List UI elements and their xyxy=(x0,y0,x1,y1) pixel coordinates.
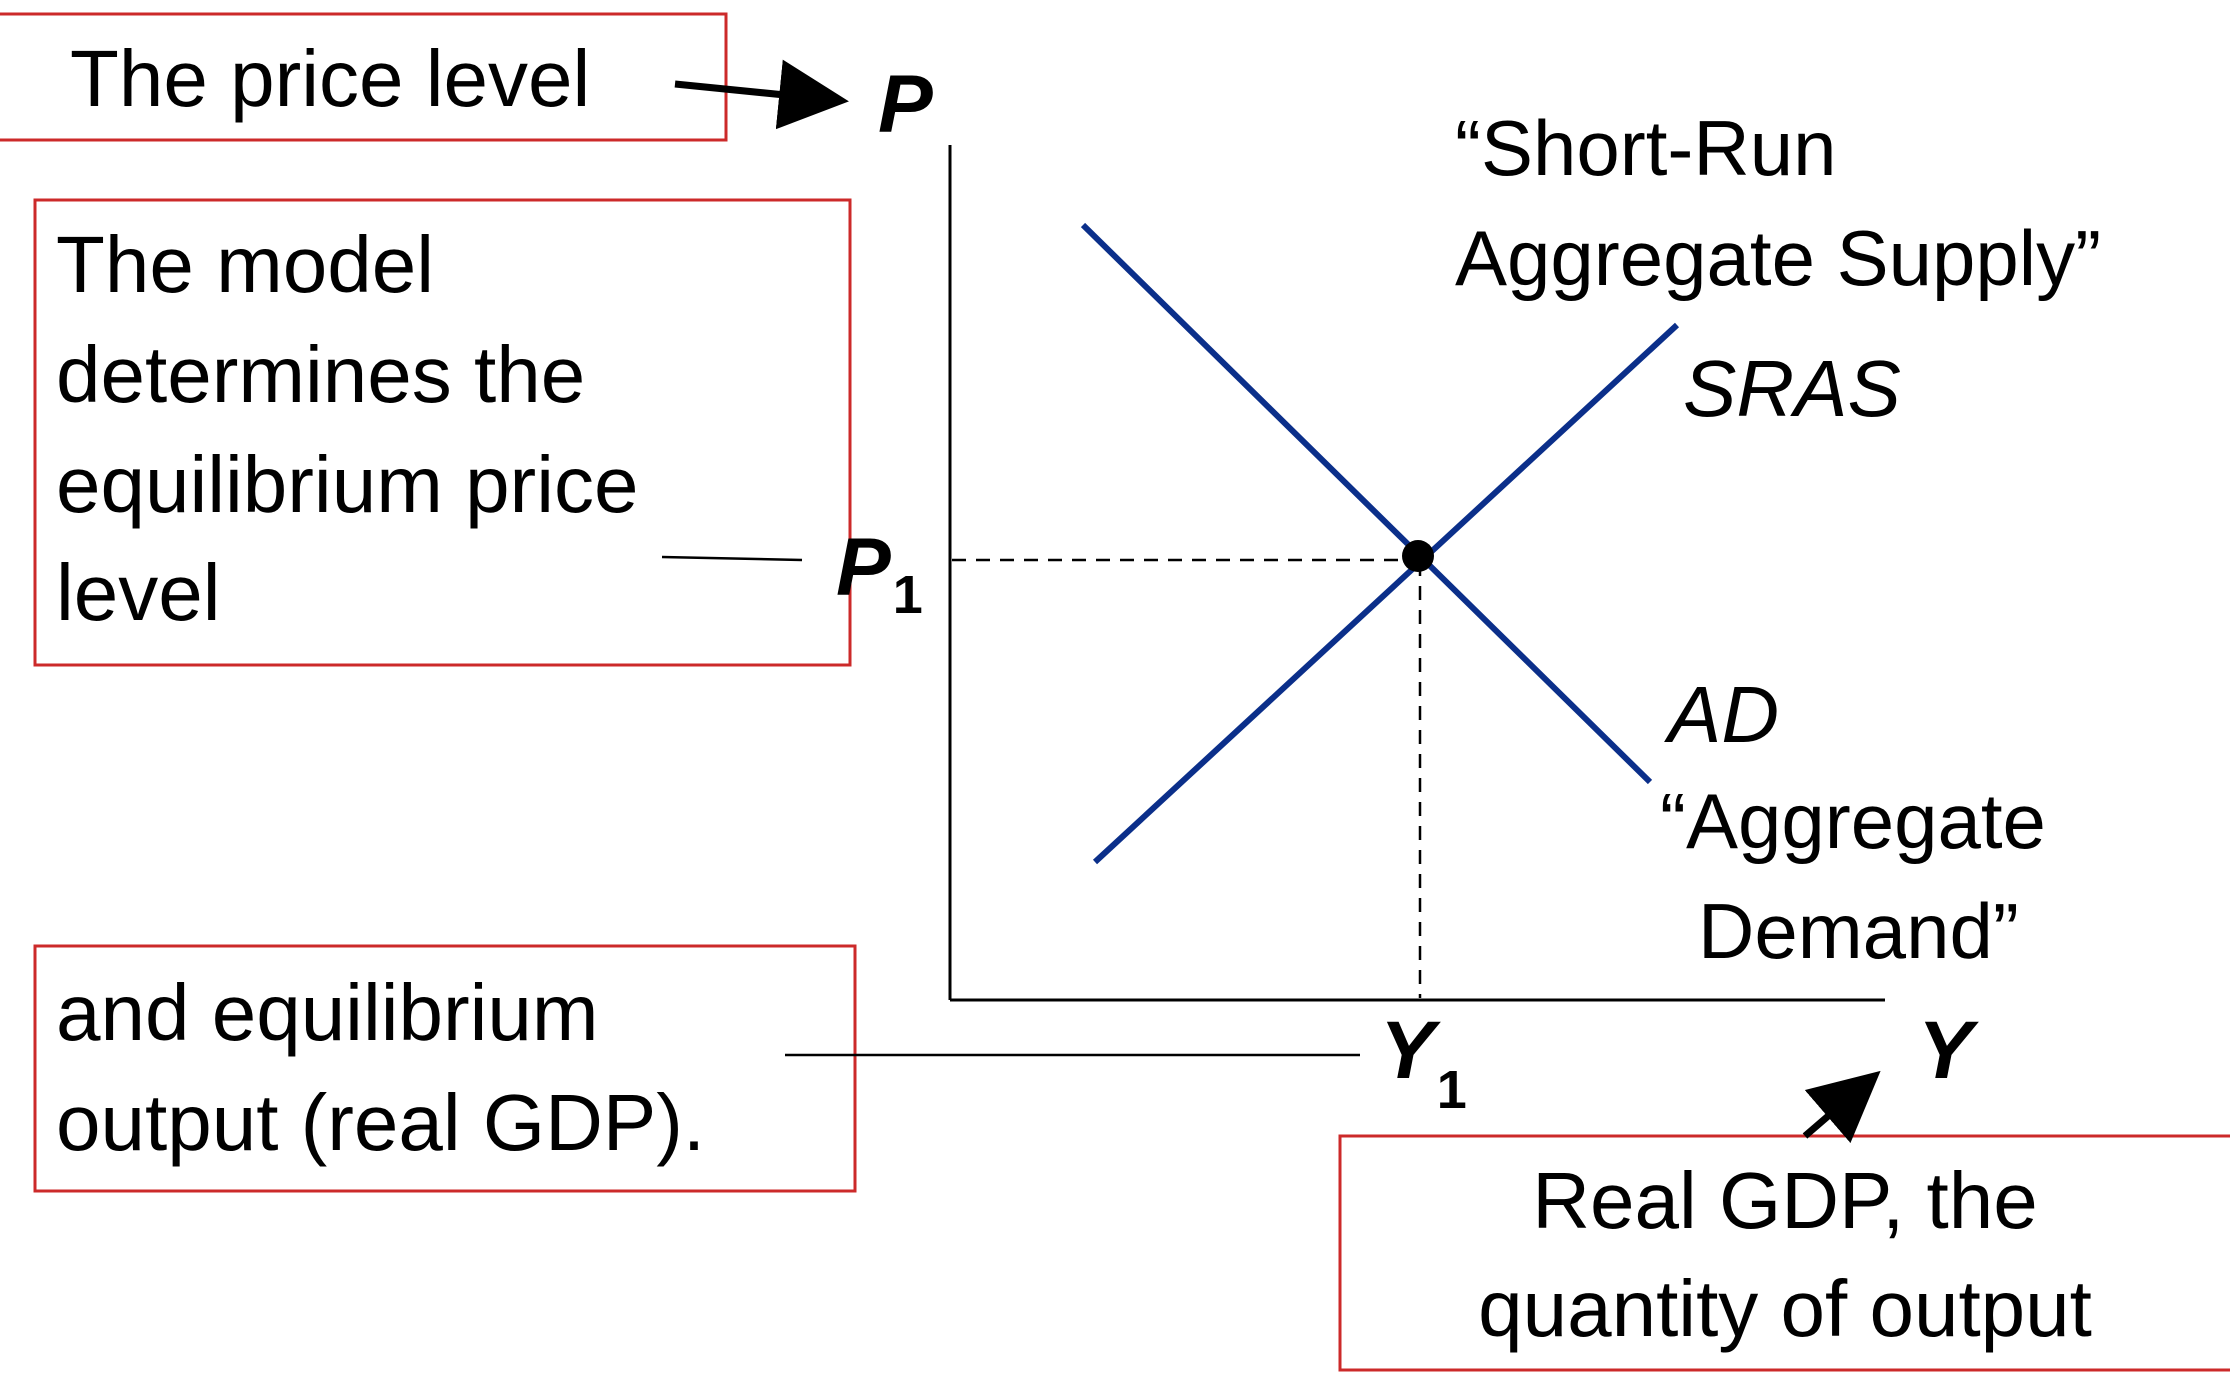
model-box xyxy=(33,198,852,667)
model-text-line-1: The model xyxy=(56,220,434,309)
sras-title-line-1: “Short-Run xyxy=(1455,104,1836,192)
sras-label: SRAS xyxy=(1683,344,1901,433)
price-level-text: The price level xyxy=(70,34,590,123)
equilibrium-point xyxy=(1402,540,1434,572)
y-axis-label: P xyxy=(878,59,933,150)
gdp-arrow xyxy=(1802,1070,1881,1144)
p1-leader-line xyxy=(661,555,803,562)
sras-curve xyxy=(1092,322,1680,865)
gdp-text-line-2: quantity of output xyxy=(1478,1264,2092,1353)
ad-curve xyxy=(1080,222,1653,785)
price-level-box xyxy=(0,12,728,142)
ad-title-line-1: “Aggregate xyxy=(1660,777,2046,865)
gdp-box xyxy=(1338,1134,2230,1372)
output-text-line-1: and equilibrium xyxy=(56,968,599,1057)
x-axis-label: Y xyxy=(1918,1005,1979,1096)
p1-label: P1 xyxy=(836,522,923,625)
output-box xyxy=(33,944,857,1193)
model-text-line-2: determines the xyxy=(56,330,585,419)
y1-label: Y1 xyxy=(1380,1005,1467,1120)
model-text-line-3: equilibrium price xyxy=(56,440,638,529)
price-level-arrow xyxy=(674,59,849,130)
sras-title-line-2: Aggregate Supply” xyxy=(1455,214,2101,302)
output-text-line-2: output (real GDP). xyxy=(56,1078,705,1167)
model-text-line-4: level xyxy=(56,548,221,637)
ad-label: AD xyxy=(1664,670,1779,759)
ad-title-line-2: Demand” xyxy=(1698,887,2019,975)
gdp-text-line-1: Real GDP, the xyxy=(1532,1156,2037,1245)
